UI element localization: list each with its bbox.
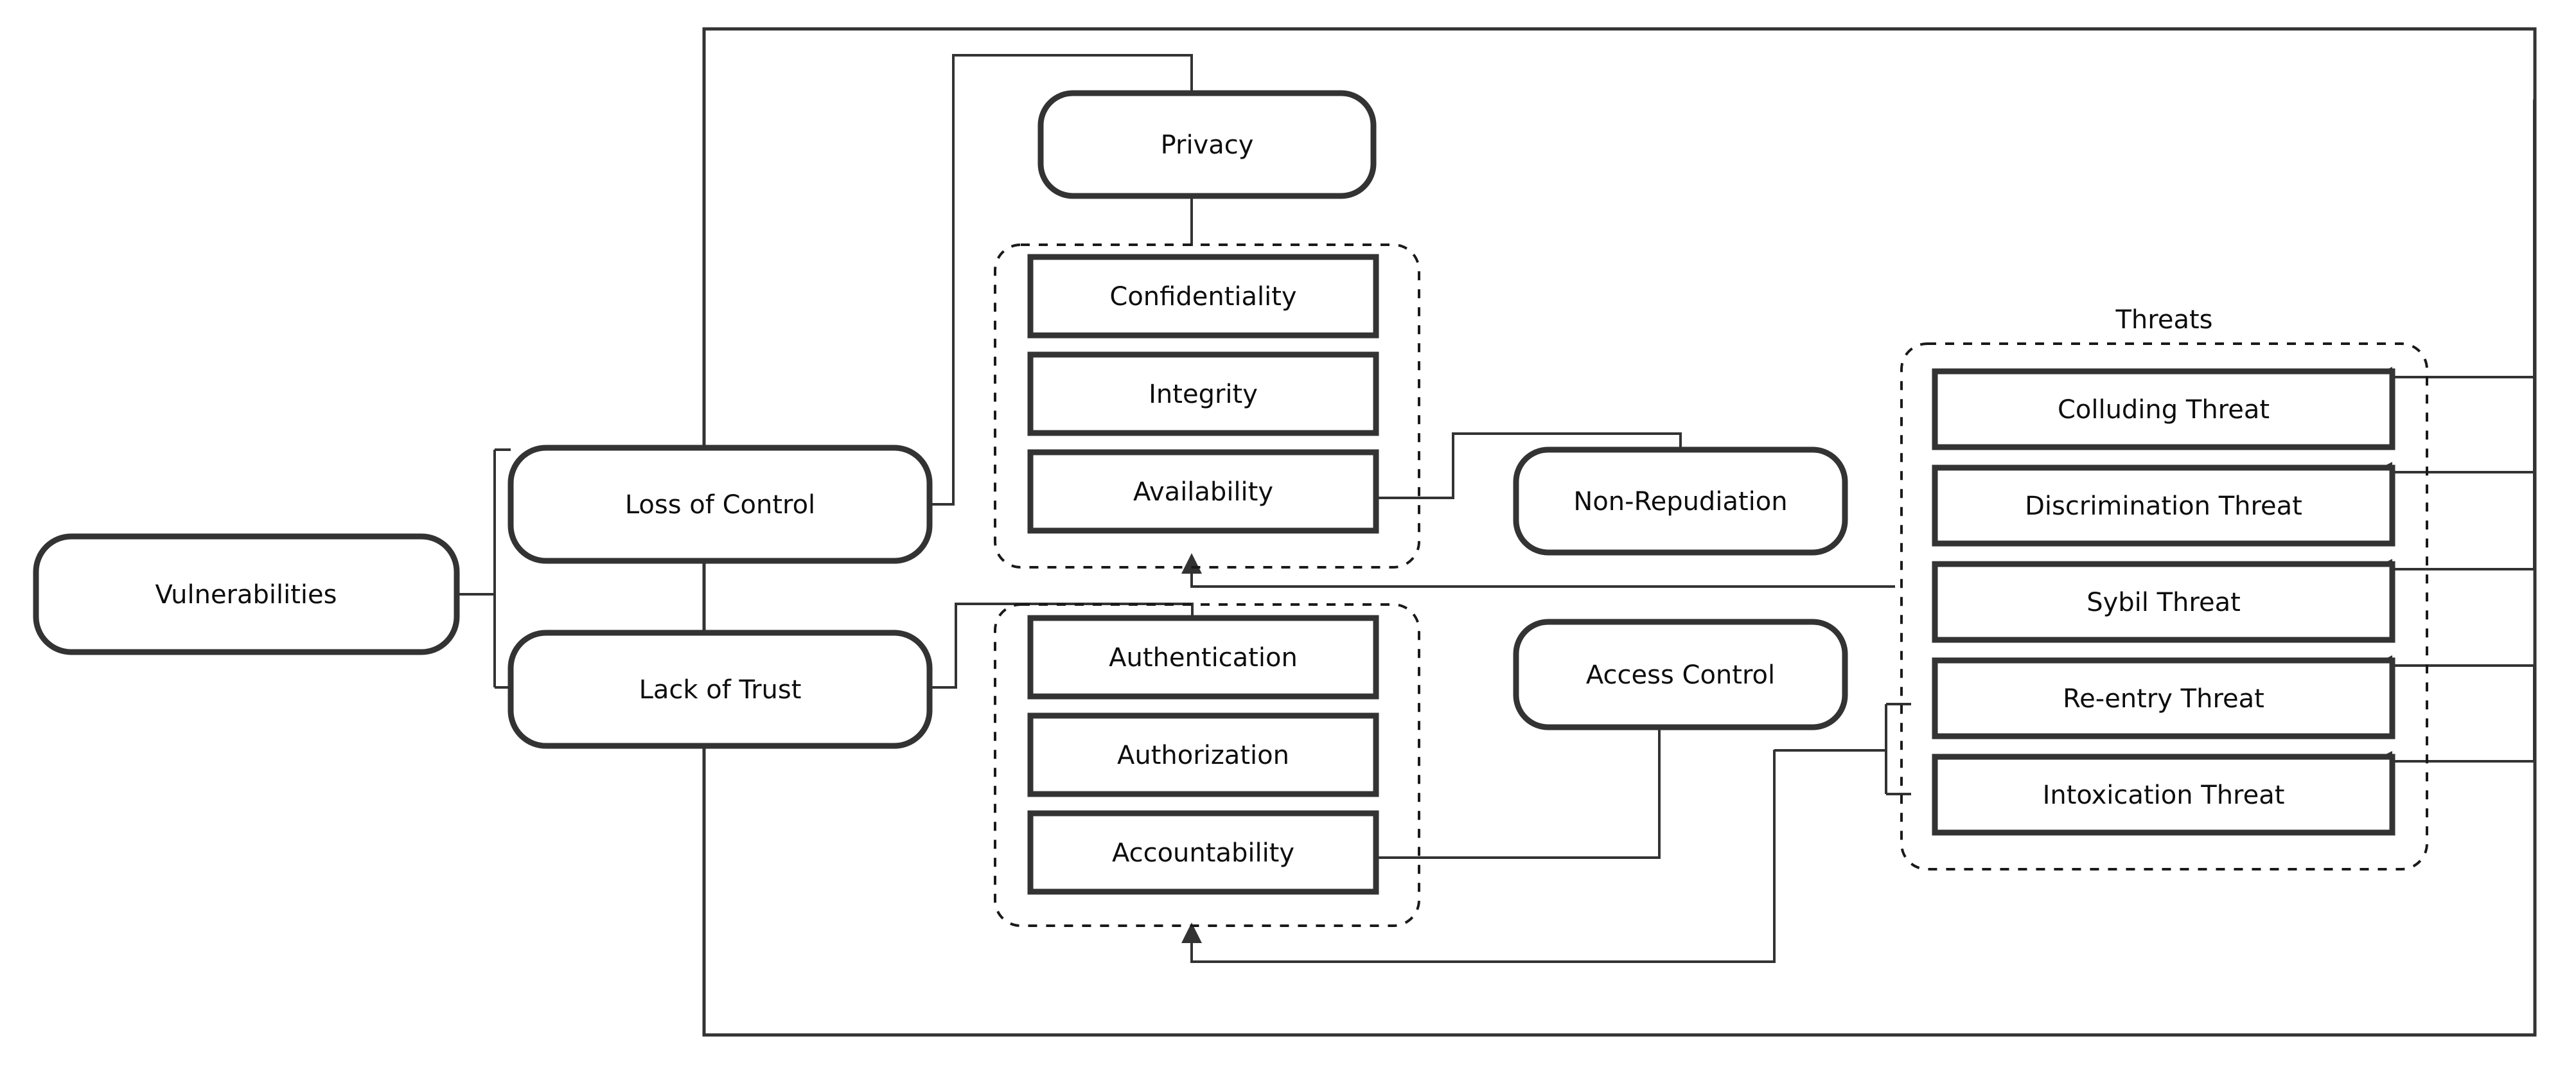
node-confidentiality[interactable]: Confidentiality (1027, 254, 1379, 339)
connector-right-rail-2 (2387, 377, 2536, 473)
connector-accesscontrol-aaa (1190, 750, 1776, 963)
connector-sybil-cia (1190, 569, 1895, 588)
node-integrity[interactable]: Integrity (1027, 351, 1379, 436)
node-integrity-label: Integrity (1149, 380, 1258, 409)
connector-right-rail-4 (2387, 664, 2536, 668)
node-lack-of-trust-label: Lack of Trust (639, 675, 802, 705)
node-colluding-threat-label: Colluding Threat (2058, 395, 2270, 425)
node-vulnerabilities[interactable]: Vulnerabilities (33, 533, 460, 655)
node-availability[interactable]: Availability (1027, 449, 1379, 534)
node-availability-label: Availability (1133, 477, 1273, 507)
node-intoxication-threat-label: Intoxication Threat (2043, 781, 2285, 810)
node-lack-of-trust[interactable]: Lack of Trust (507, 630, 933, 749)
node-accountability-label: Accountability (1112, 838, 1294, 868)
node-vulnerabilities-label: Vulnerabilities (155, 580, 337, 610)
connector-availability-nonrepudiation (1369, 432, 1682, 499)
node-authentication-label: Authentication (1109, 643, 1298, 673)
node-loss-of-control-label: Loss of Control (625, 490, 815, 520)
connector-threats-left-bracket (1774, 703, 1911, 795)
node-sybil-threat[interactable]: Sybil Threat (1932, 561, 2395, 643)
connector-vulnerabilities-bracket (456, 448, 511, 689)
node-reentry-threat[interactable]: Re-entry Threat (1932, 657, 2395, 739)
node-accountability[interactable]: Accountability (1027, 810, 1379, 895)
node-reentry-threat-label: Re-entry Threat (2063, 684, 2264, 714)
cia-triad-group (994, 243, 1420, 569)
threats-group-title: Threats (2115, 305, 2213, 335)
arrow-head-aaa-bottom (1181, 923, 1202, 943)
arrow-head-cia-bottom (1181, 553, 1202, 574)
node-discrimination-threat-label: Discrimination Threat (2025, 491, 2302, 521)
connector-right-rail-5 (2387, 666, 2536, 763)
node-authorization[interactable]: Authorization (1027, 712, 1379, 797)
node-colluding-threat[interactable]: Colluding Threat (1932, 368, 2395, 450)
node-intoxication-threat[interactable]: Intoxication Threat (1932, 754, 2395, 836)
node-access-control[interactable]: Access Control (1513, 619, 1848, 730)
node-confidentiality-label: Confidentiality (1109, 282, 1296, 312)
threats-group (1900, 342, 2428, 870)
connector-right-rail-3 (2387, 472, 2536, 570)
node-privacy-label: Privacy (1161, 130, 1254, 160)
node-privacy[interactable]: Privacy (1037, 90, 1377, 199)
aaa-group (994, 603, 1420, 927)
node-loss-of-control[interactable]: Loss of Control (507, 445, 933, 564)
node-authorization-label: Authorization (1117, 741, 1289, 770)
node-non-repudiation[interactable]: Non-Repudiation (1513, 446, 1848, 556)
node-discrimination-threat[interactable]: Discrimination Threat (1932, 464, 2395, 547)
node-non-repudiation-label: Non-Repudiation (1573, 487, 1787, 517)
connector-losscontrol-privacy (930, 54, 1193, 506)
node-authentication[interactable]: Authentication (1027, 615, 1379, 700)
connector-right-rail-1 (2387, 100, 2536, 378)
connector-lackoftrust-aaa (930, 603, 1194, 689)
node-sybil-threat-label: Sybil Threat (2086, 588, 2241, 617)
node-access-control-label: Access Control (1586, 660, 1775, 690)
connector-accountability-accesscontrol (1369, 727, 1661, 859)
